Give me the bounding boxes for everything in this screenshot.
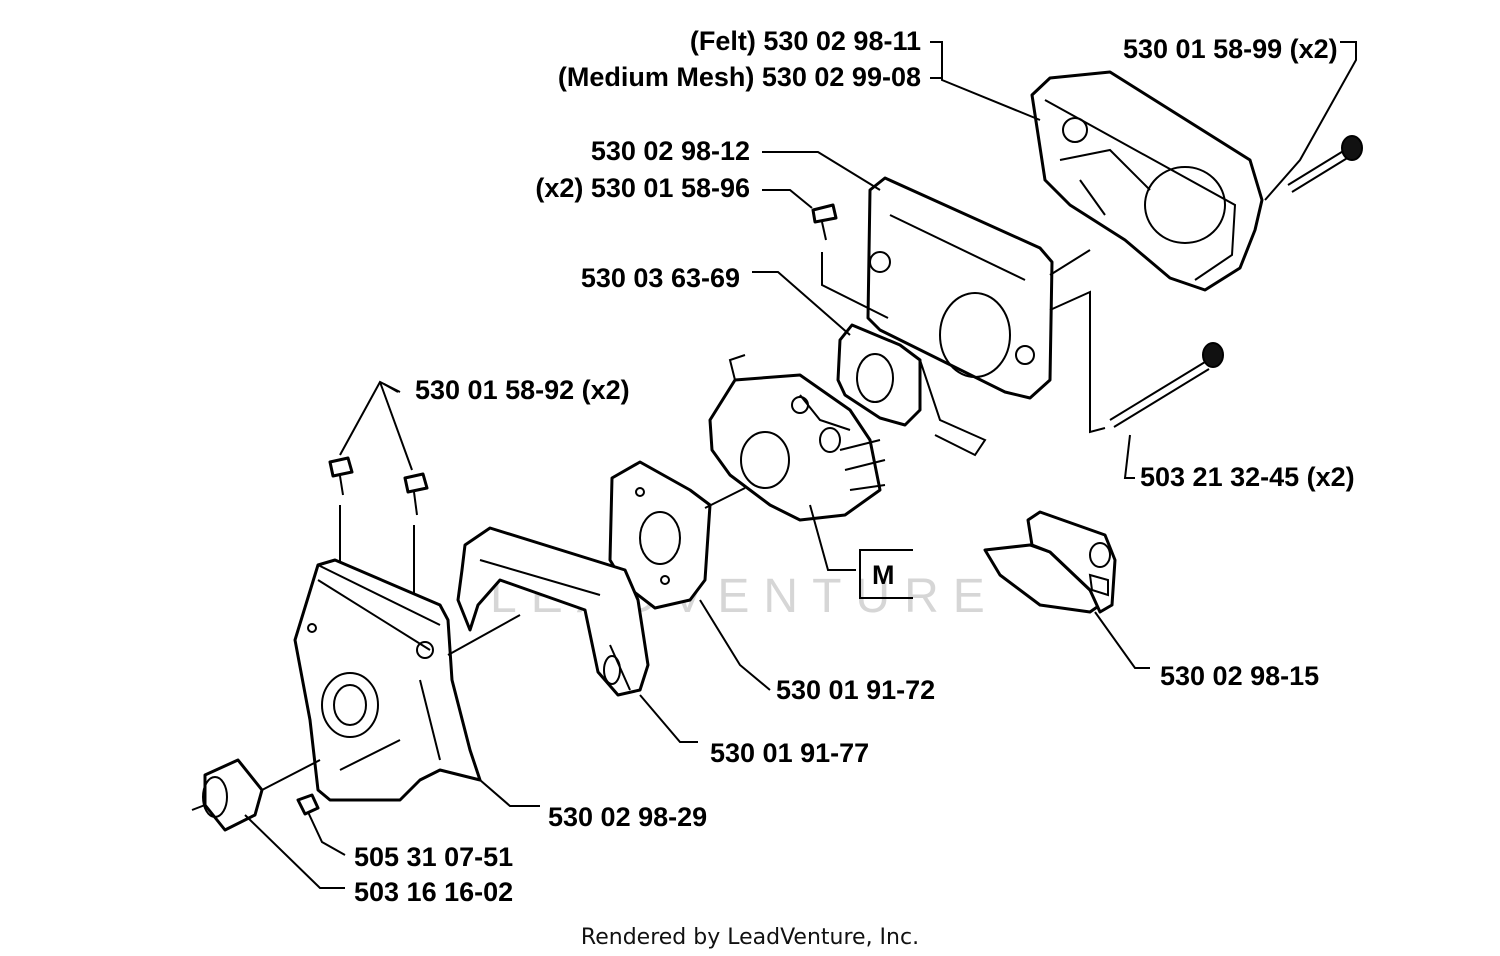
label-screws-left: 530 01 58-92 (x2) <box>415 375 630 405</box>
label-housing: 530 02 98-29 <box>548 802 707 832</box>
long-bolt <box>1109 342 1224 428</box>
label-holder: 530 02 98-12 <box>591 136 750 166</box>
holder-screw <box>811 203 889 319</box>
part-labels: (Felt) 530 02 98-11 (Medium Mesh) 530 02… <box>354 26 1355 907</box>
nut <box>296 793 320 816</box>
label-cover-screw: 530 01 58-99 (x2) <box>1123 34 1338 64</box>
label-nut: 505 31 07-51 <box>354 842 513 872</box>
filter-holder <box>866 176 1054 400</box>
housing <box>293 558 482 802</box>
label-holder-screw: (x2) 530 01 58-96 <box>535 173 750 203</box>
footer-credit: Rendered by LeadVenture, Inc. <box>581 925 919 950</box>
cover-screw <box>1287 135 1363 193</box>
carburetor <box>708 354 886 522</box>
left-screws <box>328 456 429 600</box>
label-gasket-mid: 530 01 91-72 <box>776 675 935 705</box>
marker-label: M <box>872 560 895 590</box>
label-long-bolts: 503 21 32-45 (x2) <box>1140 462 1355 492</box>
label-heat-shield: 530 01 91-77 <box>710 738 869 768</box>
label-gasket-top: 530 03 63-69 <box>581 263 740 293</box>
bushing <box>191 758 264 832</box>
label-choke-part: 530 02 98-15 <box>1160 661 1319 691</box>
label-bushing: 503 16 16-02 <box>354 877 513 907</box>
leader-lines <box>244 41 1357 889</box>
label-mesh-filter: (Medium Mesh) 530 02 99-08 <box>558 62 921 92</box>
marker-box: M <box>809 504 913 599</box>
heat-shield <box>456 526 650 697</box>
air-filter-cover <box>1030 70 1264 292</box>
gasket-top <box>836 323 987 457</box>
label-felt-filter: (Felt) 530 02 98-11 <box>690 26 921 56</box>
choke-part <box>983 510 1117 614</box>
